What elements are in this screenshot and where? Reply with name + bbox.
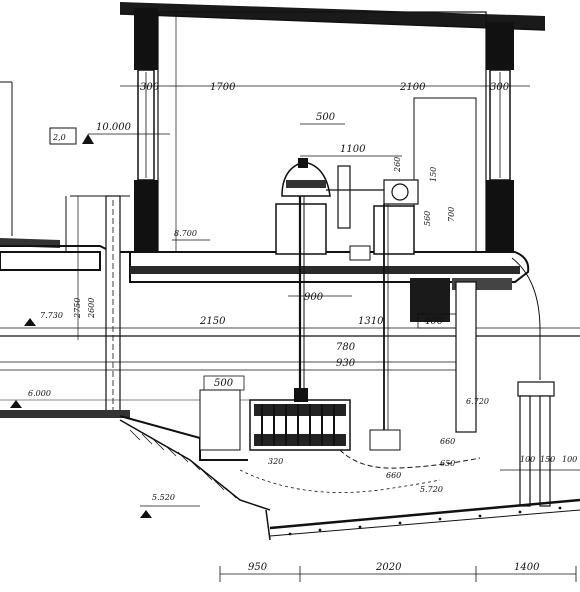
dim-bottom-2020: 2020 (375, 562, 402, 573)
dim-660-b: 660 (386, 471, 401, 480)
tailrace-floor (265, 498, 580, 541)
floor-level-label: 8.700 (174, 229, 197, 238)
bottom-dimension-line: 950 2020 1400 (219, 562, 577, 582)
dim-gear-span: 1100 (340, 144, 366, 155)
dim-gear-height-2: 150 (429, 167, 438, 182)
dim-320: 320 (268, 457, 283, 466)
dim-wall-right: 300 (490, 82, 510, 93)
dim-bottom-1400: 1400 (514, 562, 540, 573)
roof (119, 2, 546, 31)
dim-pulley-h1: 560 (423, 211, 432, 226)
lower-level-label: 5.720 (420, 485, 443, 494)
water-surface (0, 318, 580, 401)
dim-100-b: 100 (562, 455, 577, 464)
right-structure (455, 257, 580, 507)
dim-span-right: 2100 (399, 82, 426, 93)
dim-width-main: 2150 (199, 316, 226, 327)
gearbox (275, 158, 419, 261)
water-wheel (249, 388, 401, 451)
right-wall (486, 22, 514, 252)
dim-pulley-h2: 700 (447, 207, 456, 222)
dim-780: 780 (336, 342, 356, 353)
right-level-label: 6.720 (466, 397, 489, 406)
left-bed (0, 389, 271, 511)
dim-width-sub: 1310 (358, 316, 384, 327)
dim-100: 100 (520, 455, 535, 464)
dim-shaft-gap: 900 (304, 292, 324, 303)
dim-930: 930 (336, 358, 356, 369)
box-label: 2,0 (52, 133, 66, 142)
dim-150: 150 (540, 455, 555, 464)
top-dimension-line: 300 1700 2100 300 (120, 82, 530, 93)
dim-660: 660 (440, 437, 455, 446)
water-level-label: 7.730 (40, 311, 63, 320)
dim-ceiling-h1: 2750 (73, 298, 82, 319)
dim-wall-left: 300 (140, 82, 160, 93)
elevation-marker: 2,0 10.000 (49, 122, 170, 145)
dim-wheel-offset: 500 (214, 378, 234, 389)
dim-shaft-offset: 500 (316, 112, 336, 123)
dim-650: 650 (440, 459, 455, 468)
shafts (298, 196, 389, 450)
elev-ref-label: 10.000 (96, 122, 132, 133)
left-wall (134, 8, 158, 252)
ground-hatching (129, 429, 237, 499)
dim-pillar: 400 (423, 316, 444, 327)
left-low-label: 5.520 (152, 493, 175, 502)
dim-gear-height: 260 (393, 157, 402, 173)
dim-bottom-950: 950 (248, 562, 268, 573)
dim-ceiling-h2: 2600 (87, 298, 96, 319)
dim-span-left: 1700 (210, 82, 236, 93)
bed-level-label: 6.000 (28, 389, 51, 398)
left-structure (0, 81, 130, 417)
floor-slab (129, 251, 530, 322)
